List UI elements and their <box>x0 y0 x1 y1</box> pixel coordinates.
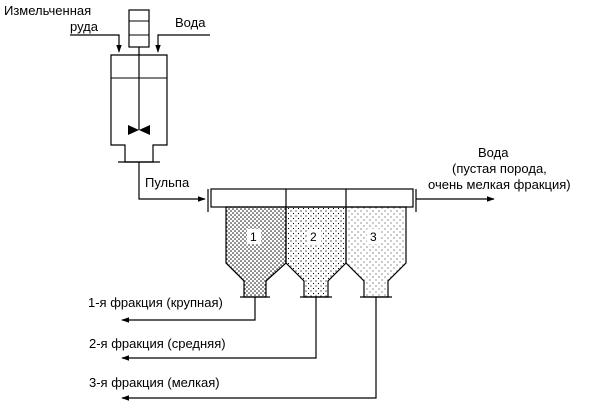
chamber-1 <box>225 206 287 298</box>
fraction-3-outlet: 3-я фракция (мелкая) <box>89 297 377 401</box>
pulp-label: Пульпа <box>145 175 190 190</box>
ore-label-2: руда <box>70 19 99 34</box>
classifier: 1 2 3 <box>207 188 417 298</box>
classifier-trough <box>210 188 414 208</box>
water-feed: Вода <box>155 15 210 53</box>
motor-icon <box>128 9 150 48</box>
water-out-label-2: (пустая порода, <box>452 161 547 176</box>
chamber-3-label: 3 <box>370 230 377 244</box>
water-out-label-3: очень мелкая фракция) <box>428 177 571 192</box>
fraction-1-label: 1-я фракция (крупная) <box>88 295 223 310</box>
fraction-1-outlet: 1-я фракция (крупная) <box>88 295 256 323</box>
chamber-2 <box>285 206 347 298</box>
water-in-label: Вода <box>175 15 206 30</box>
ore-label: Измельченная <box>4 3 91 18</box>
pulp-line: Пульпа <box>138 162 206 202</box>
impeller-icon <box>128 125 150 135</box>
chamber-1-label: 1 <box>250 230 257 244</box>
fraction-2-outlet: 2-я фракция (средняя) <box>89 297 317 361</box>
water-outlet: Вода (пустая порода, очень мелкая фракци… <box>416 145 571 202</box>
mixer <box>110 9 168 163</box>
fraction-3-label: 3-я фракция (мелкая) <box>89 375 220 390</box>
fraction-2-label: 2-я фракция (средняя) <box>89 336 226 351</box>
chamber-3 <box>345 206 407 298</box>
ore-feed: Измельченная руда <box>4 3 122 53</box>
chamber-2-label: 2 <box>310 230 317 244</box>
water-out-label-1: Вода <box>478 145 509 160</box>
